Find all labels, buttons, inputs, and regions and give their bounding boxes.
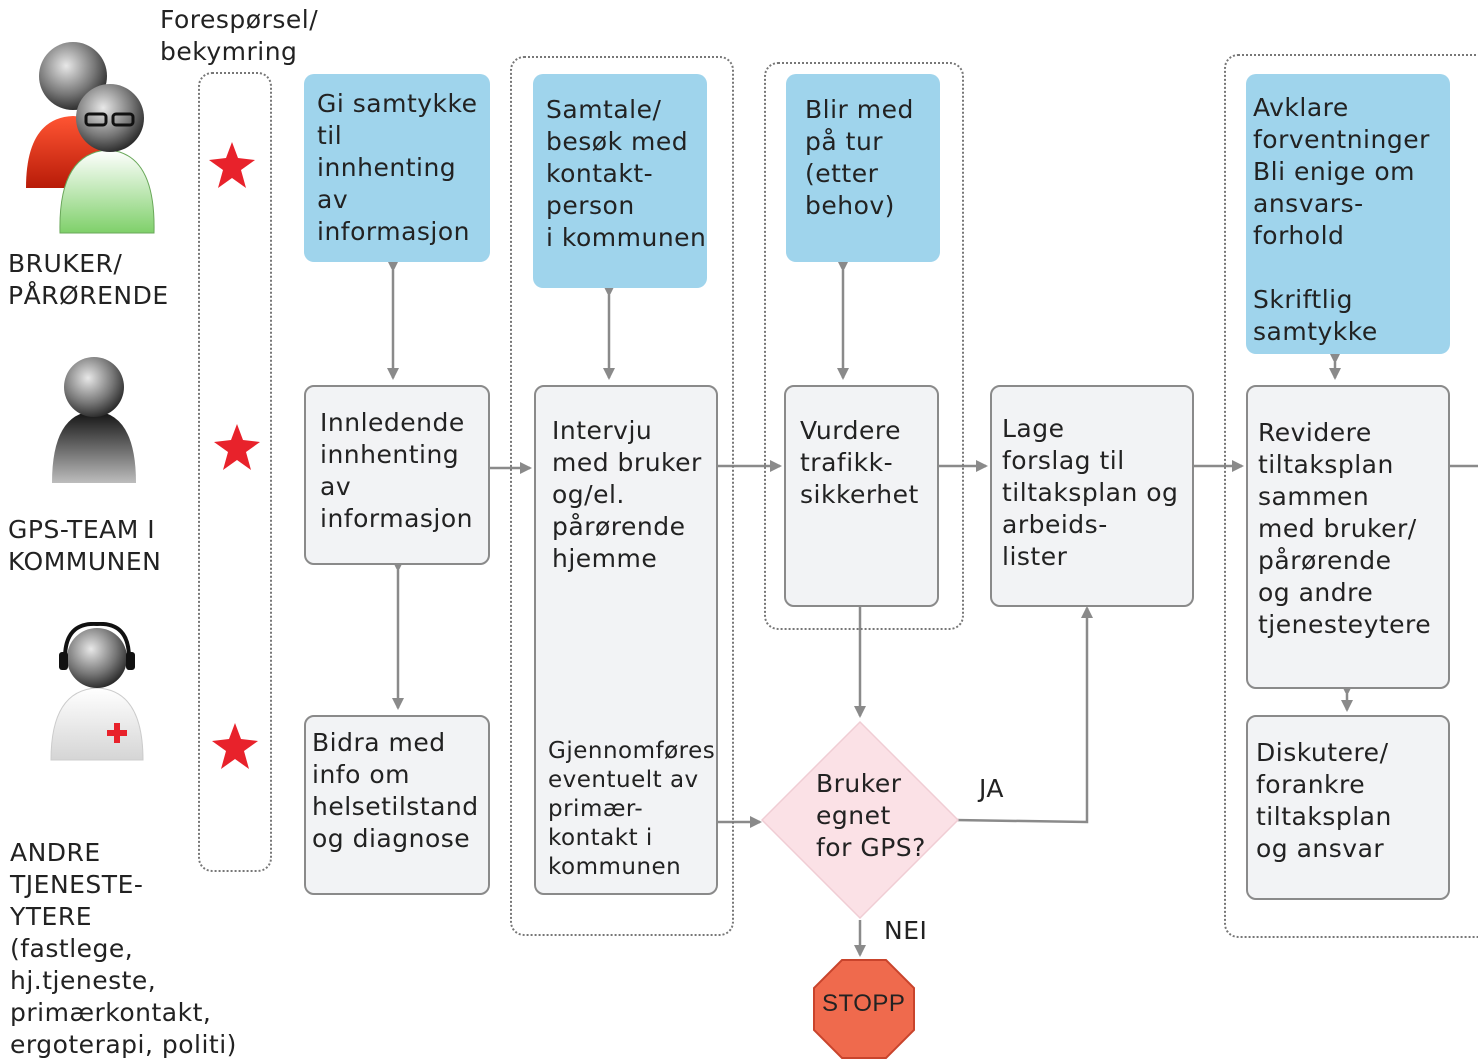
- collect-info-box: Innledende innhenting av informasjon: [304, 385, 490, 565]
- clarify-text: Avklare forventninger Bli enige om ansva…: [1253, 93, 1430, 346]
- plan-box: Lage forslag til tiltaksplan og arbeids-…: [990, 385, 1194, 607]
- health-info-box: Bidra med info om helsetilstand og diagn…: [304, 715, 490, 895]
- talk-box: Samtale/ besøk med kontakt- person i kom…: [533, 74, 707, 288]
- collect-info-text: Innledende innhenting av informasjon: [320, 408, 474, 533]
- request-group: [198, 72, 272, 872]
- clarify-box: Avklare forventninger Bli enige om ansva…: [1246, 74, 1450, 354]
- stop-label: STOPP: [822, 990, 906, 1017]
- arrow-decision-yes: [954, 606, 1093, 824]
- star-icon: [212, 723, 258, 769]
- decision-question: Bruker egnet for GPS?: [816, 769, 926, 862]
- star-icon: [209, 142, 255, 188]
- role-others-label: ANDRE TJENESTE- YTERE (fastlege, hj.tjen…: [10, 838, 237, 1059]
- discuss-text: Diskutere/ forankre tiltaksplan og ansva…: [1256, 738, 1392, 863]
- traffic-box: Vurdere trafikk- sikkerhet: [784, 385, 939, 607]
- revise-box: Revidere tiltaksplan sammen med bruker/ …: [1246, 385, 1450, 689]
- decision-no-label: NEI: [884, 916, 928, 945]
- role-team-label: GPS-TEAM I KOMMUNEN: [8, 515, 162, 576]
- talk-text: Samtale/ besøk med kontakt- person i kom…: [546, 95, 707, 252]
- decision-diamond: [760, 720, 960, 920]
- decision-yes-label: JA: [979, 774, 1005, 803]
- star-icon: [214, 424, 260, 470]
- plan-text: Lage forslag til tiltaksplan og arbeids-…: [1002, 414, 1179, 571]
- trip-text: Blir med på tur (etter behov): [805, 95, 914, 220]
- revise-group: [1224, 54, 1478, 938]
- interview-note-text: Gjennomføres eventuelt av primær- kontak…: [548, 738, 716, 880]
- team-member-icon: [52, 357, 136, 483]
- interview-group: [510, 56, 734, 936]
- stop-octagon: [813, 959, 915, 1059]
- user-relative-icon: [26, 42, 155, 234]
- revise-text: Revidere tiltaksplan sammen med bruker/ …: [1258, 418, 1432, 639]
- health-worker-icon: [50, 622, 144, 761]
- health-info-text: Bidra med info om helsetilstand og diagn…: [312, 728, 479, 853]
- role-user-label: BRUKER/ PÅRØRENDE: [8, 249, 169, 310]
- request-label: Forespørsel/ bekymring: [160, 5, 319, 66]
- discuss-box: Diskutere/ forankre tiltaksplan og ansva…: [1246, 715, 1450, 900]
- trip-box: Blir med på tur (etter behov): [786, 74, 940, 262]
- interview-text: Intervju med bruker og/el. pårørende hje…: [552, 416, 702, 573]
- consent-text: Gi samtykke til innhenting av informasjo…: [317, 89, 478, 246]
- interview-box: Intervju med bruker og/el. pårørende hje…: [534, 385, 718, 895]
- traffic-group: [764, 62, 964, 630]
- consent-box: Gi samtykke til innhenting av informasjo…: [304, 74, 490, 262]
- traffic-text: Vurdere trafikk- sikkerhet: [800, 416, 919, 509]
